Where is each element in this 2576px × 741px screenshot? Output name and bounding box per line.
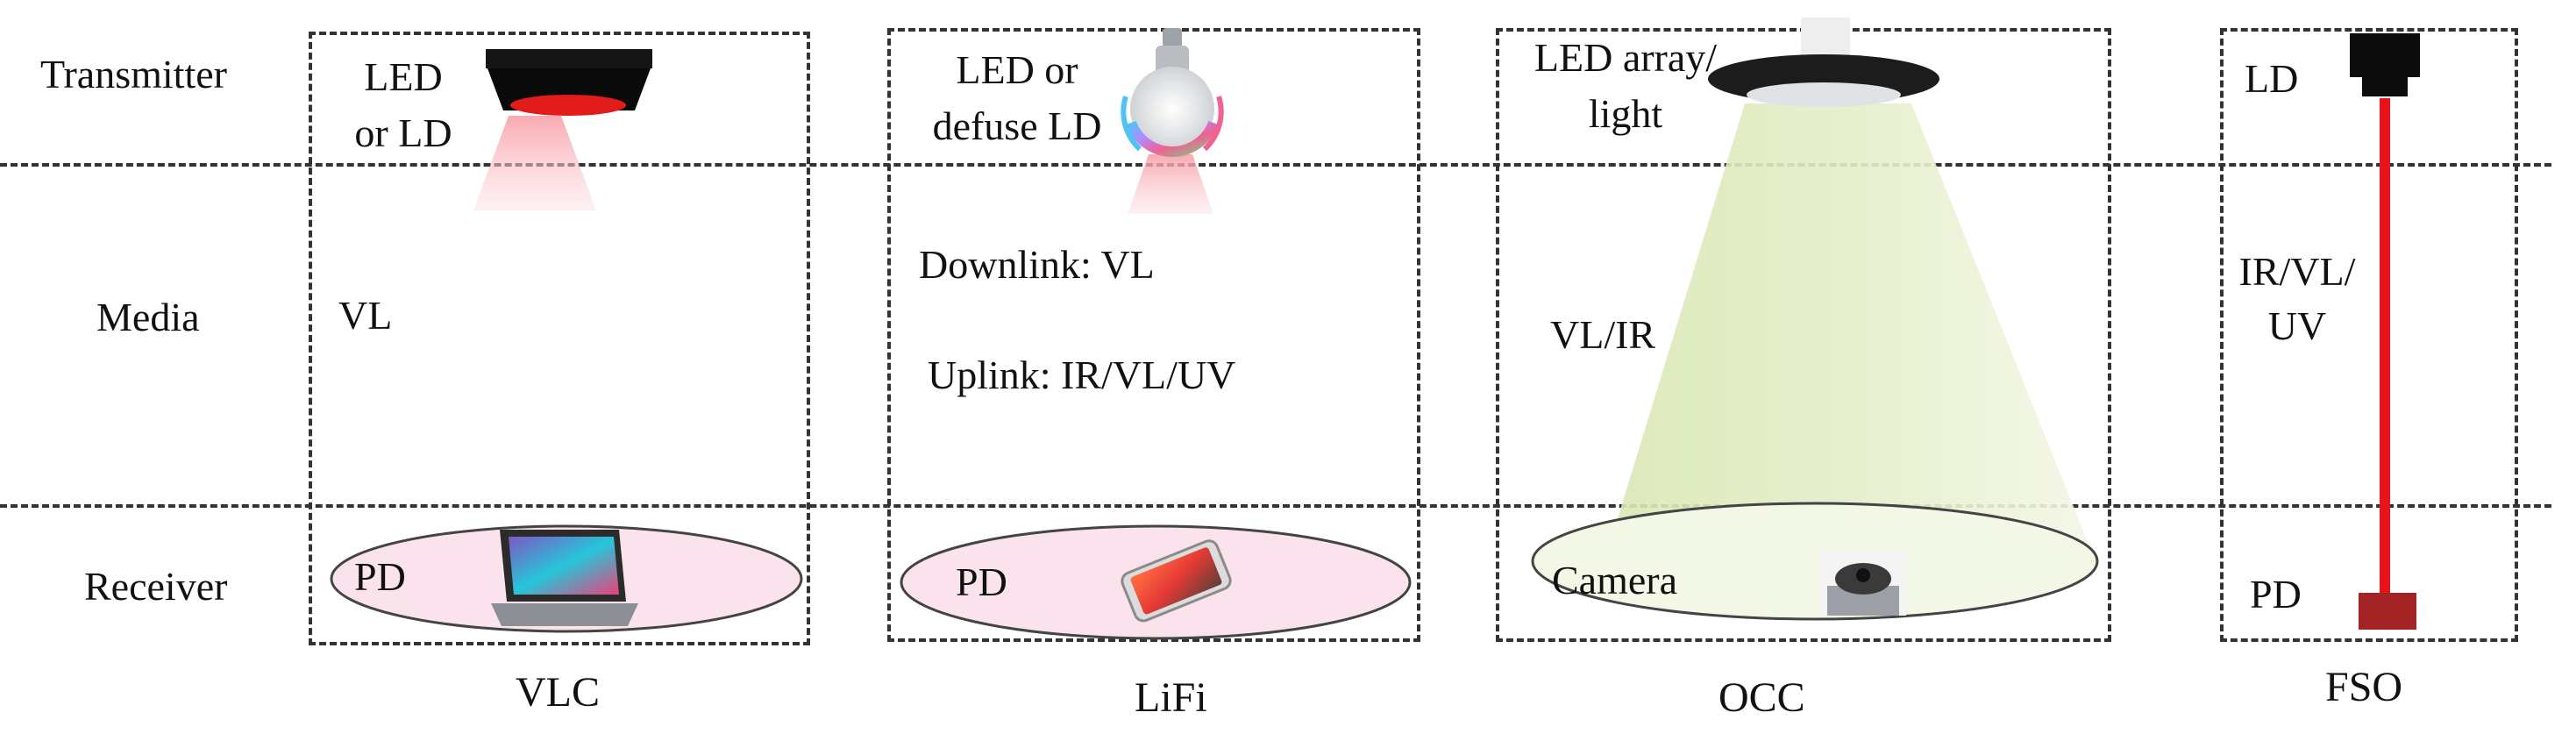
lifi-caption: LiFi (1135, 674, 1207, 721)
column-box-vlc (309, 32, 810, 645)
occ-light-cone (1605, 103, 2096, 561)
column-box-lifi (887, 28, 1420, 642)
lifi-bulb-icon (1121, 28, 1224, 214)
vlc-media-label: VL (338, 293, 393, 338)
lifi-media-downlink: Downlink: VL (919, 242, 1155, 287)
fso-media-line2: UV (2267, 303, 2327, 348)
row-label-transmitter: Transmitter (40, 52, 227, 96)
occ-transmitter-line2: light (1588, 91, 1663, 136)
separator-transmitter-media (0, 163, 2551, 167)
vlc-lamp-icon (473, 49, 652, 210)
fso-transmitter-label: LD (2245, 56, 2299, 101)
occ-media-label: VL/IR (1550, 312, 1656, 357)
separator-media-receiver (0, 504, 2551, 508)
fso-media-line1: IR/VL/ (2238, 249, 2356, 294)
lifi-transmitter-line1: LED or (956, 47, 1078, 92)
fso-caption: FSO (2325, 664, 2403, 710)
occ-transmitter-line1: LED array/ (1534, 35, 1718, 80)
vlc-transmitter-line1: LED (364, 54, 443, 99)
lifi-receiver-label: PD (956, 559, 1007, 604)
occ-receiver-ellipse (1531, 502, 2099, 621)
lifi-transmitter-line2: defuse LD (932, 103, 1102, 148)
laptop-icon (491, 530, 638, 626)
fso-laser-beam (2380, 98, 2390, 595)
occ-light-fixture-icon (1708, 18, 1939, 107)
occ-receiver-label: Camera (1552, 558, 1678, 602)
fso-receiver-label: PD (2250, 572, 2302, 616)
vlc-transmitter-line2: or LD (354, 110, 452, 155)
column-box-fso (2220, 28, 2518, 642)
fso-laser-diode-icon (2350, 33, 2420, 96)
occ-caption: OCC (1719, 674, 1805, 721)
camera-icon (1820, 551, 1906, 616)
row-label-media: Media (96, 295, 200, 339)
fso-photodiode-icon (2359, 593, 2416, 630)
row-label-receiver: Receiver (84, 564, 228, 609)
vlc-receiver-label: PD (354, 554, 406, 599)
vlc-caption: VLC (516, 669, 600, 716)
lifi-media-uplink: Uplink: IR/VL/UV (928, 353, 1236, 397)
smartphone-icon (1121, 539, 1232, 623)
